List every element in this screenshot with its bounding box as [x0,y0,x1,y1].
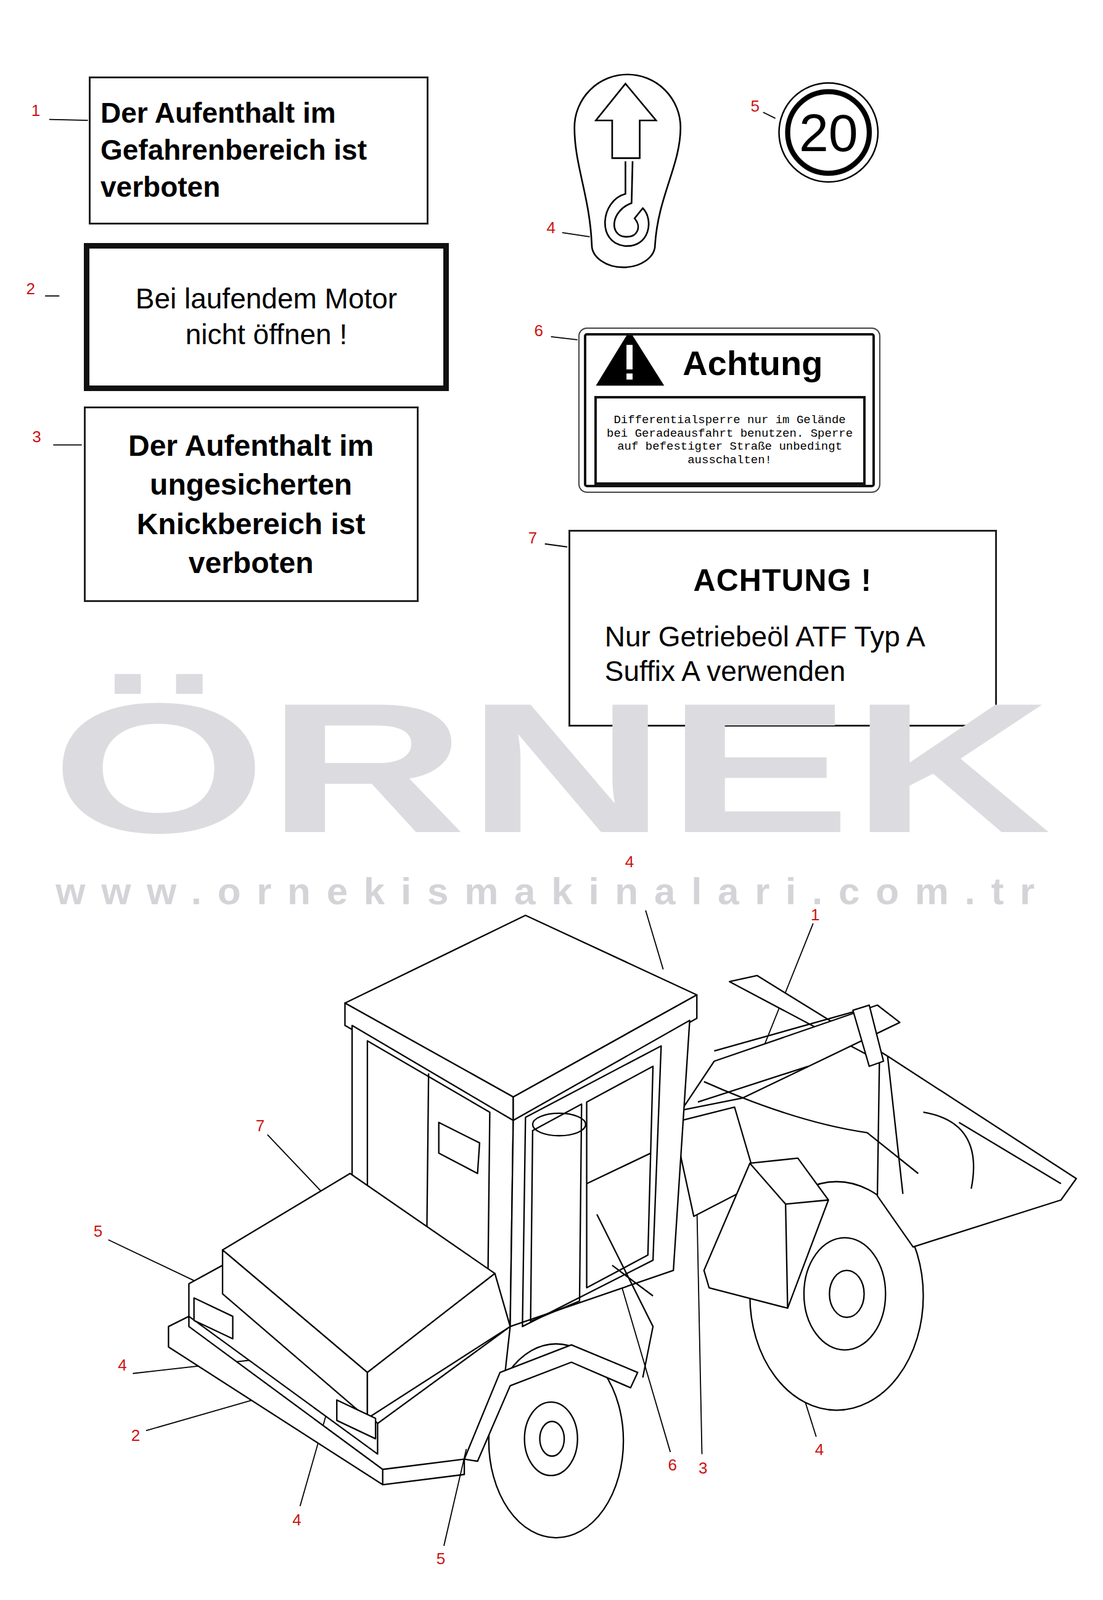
callout-number: 6 [666,1455,678,1473]
callout-number: 2 [130,1426,142,1444]
wheel-loader-part [697,1066,809,1102]
wheel-loader-part [958,1122,1061,1184]
wheel-loader-part [532,1112,586,1136]
warning-decal: Bei laufendem Motor nicht öffnen ! [83,242,449,391]
decal-text: Der Aufenthalt im Gefahrenbereich ist ve… [100,94,417,206]
callout-leaders-part [562,232,591,237]
callout-leaders-part [53,443,82,446]
decal-text: Der Aufenthalt im ungesicherten Knickber… [94,426,409,583]
callout-number: 4 [623,852,636,870]
wheel-loader-part [803,1237,886,1350]
callout-number: 5 [749,97,761,115]
wheel-loader-part [704,1157,829,1308]
warning-triangle-part [595,330,665,386]
wheel-loader-part [612,1264,653,1296]
wheel-loader-part [681,1004,900,1110]
warning-triangle-part [626,373,633,380]
wheel-loader-part [785,1203,788,1308]
wheel-loader-part [530,1103,583,1321]
callout-leaders-part [545,543,568,547]
caution-decal: AchtungDifferentialsperre nur im Gelände… [578,327,881,493]
wheel-loader-part [194,1297,234,1338]
callout-number: 1 [30,101,42,119]
wheel-loader-part [586,1152,652,1184]
callout-leaders-part [443,1448,467,1546]
watermark-url: www.ornekismakinalari.com.tr [55,871,1051,911]
callout-number: 4 [545,218,557,237]
callout-leaders-part [49,119,89,121]
callout-number: 2 [24,279,36,298]
wheel-loader-part [509,1019,690,1326]
lifting-point-sign-part [595,83,657,159]
callout-number: 7 [254,1116,266,1134]
lifting-point-sign-part [574,74,681,268]
callout-number: 5 [92,1221,104,1240]
wheel-loader-part [829,1270,864,1317]
wheel-loader-part [887,1055,904,1194]
callout-number: 7 [527,528,539,547]
watermark: ÖRNEK [51,675,1052,861]
wheel-loader [168,914,1076,1538]
callout-leaders-part [696,1203,702,1454]
callout-number: 4 [116,1355,128,1374]
callout-number: 1 [809,905,821,923]
wheel-loader-part [522,1045,661,1327]
outer-ring [779,83,879,183]
decal-text: Differentialsperre nur im Gelände bei Ge… [601,413,859,468]
inner-ring [787,91,870,174]
decal-text: ACHTUNG ! [582,562,983,599]
callout-number: 3 [30,427,42,446]
callout-leaders-part [763,112,776,119]
wheel-loader-part [464,1344,638,1461]
callout-number: 5 [435,1549,447,1567]
wheel-loader-part [713,1009,859,1051]
decal-text: Bei laufendem Motor nicht öffnen ! [107,281,425,353]
warning-decal: Der Aufenthalt im ungesicherten Knickber… [83,406,419,603]
wheel-loader-part [852,1004,884,1067]
wheel-loader-part [336,1399,376,1439]
lifting-point-sign-part [604,160,649,246]
callout-leaders-part [45,295,60,297]
warning-triangle [595,330,665,386]
callout-leaders-part [551,336,578,340]
decal-text: 20 [799,106,859,160]
wheel-loader-part [367,1273,511,1419]
wheel-loader-part [168,1315,383,1485]
decal-text: Achtung [682,342,867,384]
warning-decal: Der Aufenthalt im Gefahrenbereich ist ve… [88,76,429,225]
wheel-loader-part [382,1458,465,1485]
wheel-loader-part [923,1111,975,1189]
callout-number: 4 [291,1510,303,1528]
wheel-loader-part [539,1420,565,1456]
wheel-loader-part [438,1122,480,1174]
caution-text-box: Differentialsperre nur im Gelände bei Ge… [594,395,866,485]
wheel-loader-part [586,1066,654,1288]
callout-number: 4 [813,1440,825,1458]
lifting-point-sign [574,74,681,268]
callout-number: 6 [533,321,545,340]
wheel-loader-part [749,1162,829,1204]
warning-triangle-part [626,344,633,370]
wheel-loader-part [524,1401,578,1475]
callout-number: 3 [697,1458,709,1477]
wheel-loader-part [596,1213,653,1378]
speed-limit-sign: 20 [777,81,880,184]
callout-leaders-part [108,1239,195,1280]
